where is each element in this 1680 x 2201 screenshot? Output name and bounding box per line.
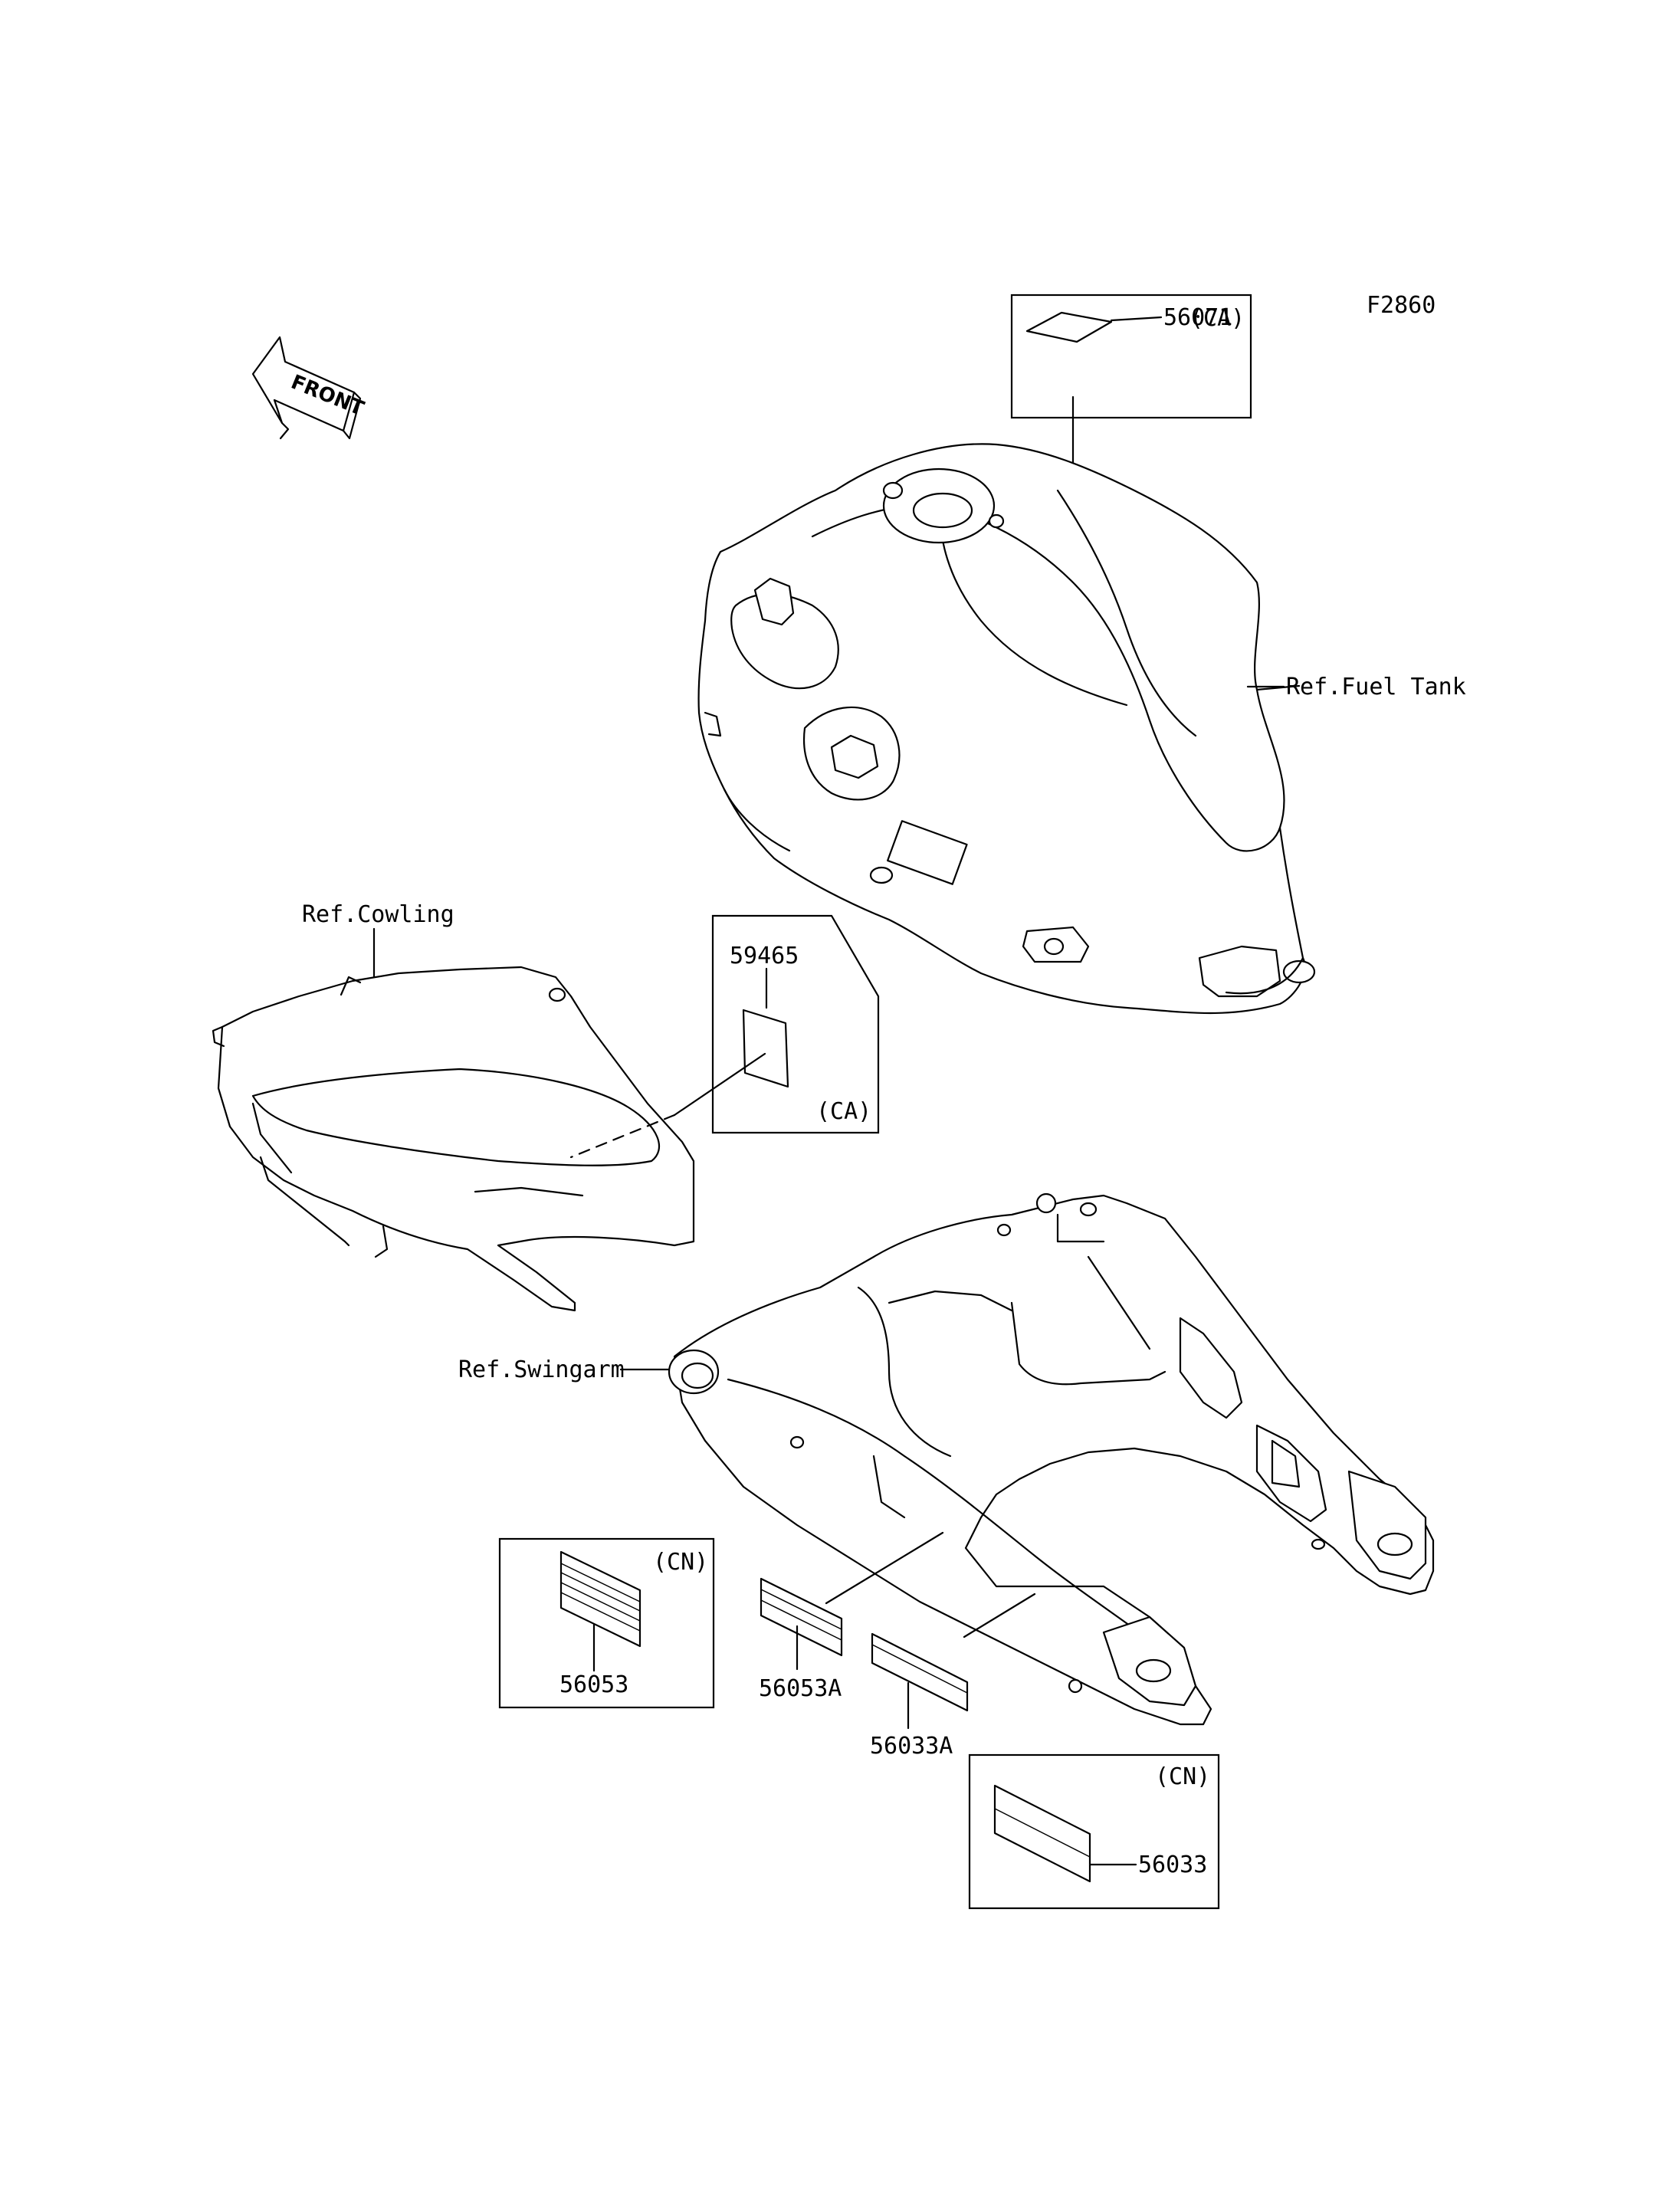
part-box-56053: (CN) 56053: [498, 1537, 715, 1709]
region-label-56033: (CN): [1155, 1763, 1210, 1790]
ref-cowling-label[interactable]: Ref.Cowling: [302, 901, 454, 928]
part-number-56071[interactable]: 56071: [1163, 304, 1232, 331]
ref-fuel-tank-label[interactable]: Ref.Fuel Tank: [1286, 674, 1466, 700]
diagram-code: F2860: [1367, 292, 1436, 319]
part-number-56033a[interactable]: 56033A: [870, 1733, 953, 1760]
part-number-56053[interactable]: 56053: [559, 1671, 628, 1698]
region-label-56071: (CA): [1189, 305, 1245, 332]
front-arrow-icon: FRONT: [251, 336, 367, 440]
swingarm-illustration: [668, 1192, 1435, 1726]
part-56053a: 56053A: [759, 1531, 944, 1702]
fuel-tank-illustration: [697, 443, 1316, 1015]
part-number-56053a[interactable]: 56053A: [759, 1675, 842, 1702]
label-sticker-56033-icon: [993, 1784, 1091, 1883]
label-sticker-56053a-icon: [760, 1577, 843, 1657]
part-number-59465[interactable]: 59465: [730, 943, 799, 969]
label-sticker-56033a-icon: [871, 1632, 969, 1712]
part-box-59465: 59465 (CA): [569, 914, 880, 1159]
part-56033a: 56033A: [870, 1593, 1036, 1760]
label-sticker-56053-icon: [559, 1550, 641, 1648]
part-number-56033[interactable]: 56033: [1138, 1852, 1207, 1878]
part-box-56071: (CA) 56071: [1010, 294, 1252, 601]
part-box-56033: (CN) 56033: [968, 1753, 1220, 1910]
ref-swingarm-label[interactable]: Ref.Swingarm: [458, 1356, 625, 1383]
region-label-56053: (CN): [653, 1549, 708, 1576]
region-label-59465: (CA): [816, 1098, 871, 1125]
cowling-illustration: [212, 966, 695, 1312]
label-sticker-56071-icon: [1025, 311, 1113, 343]
label-sticker-59465-icon: [742, 1009, 789, 1088]
